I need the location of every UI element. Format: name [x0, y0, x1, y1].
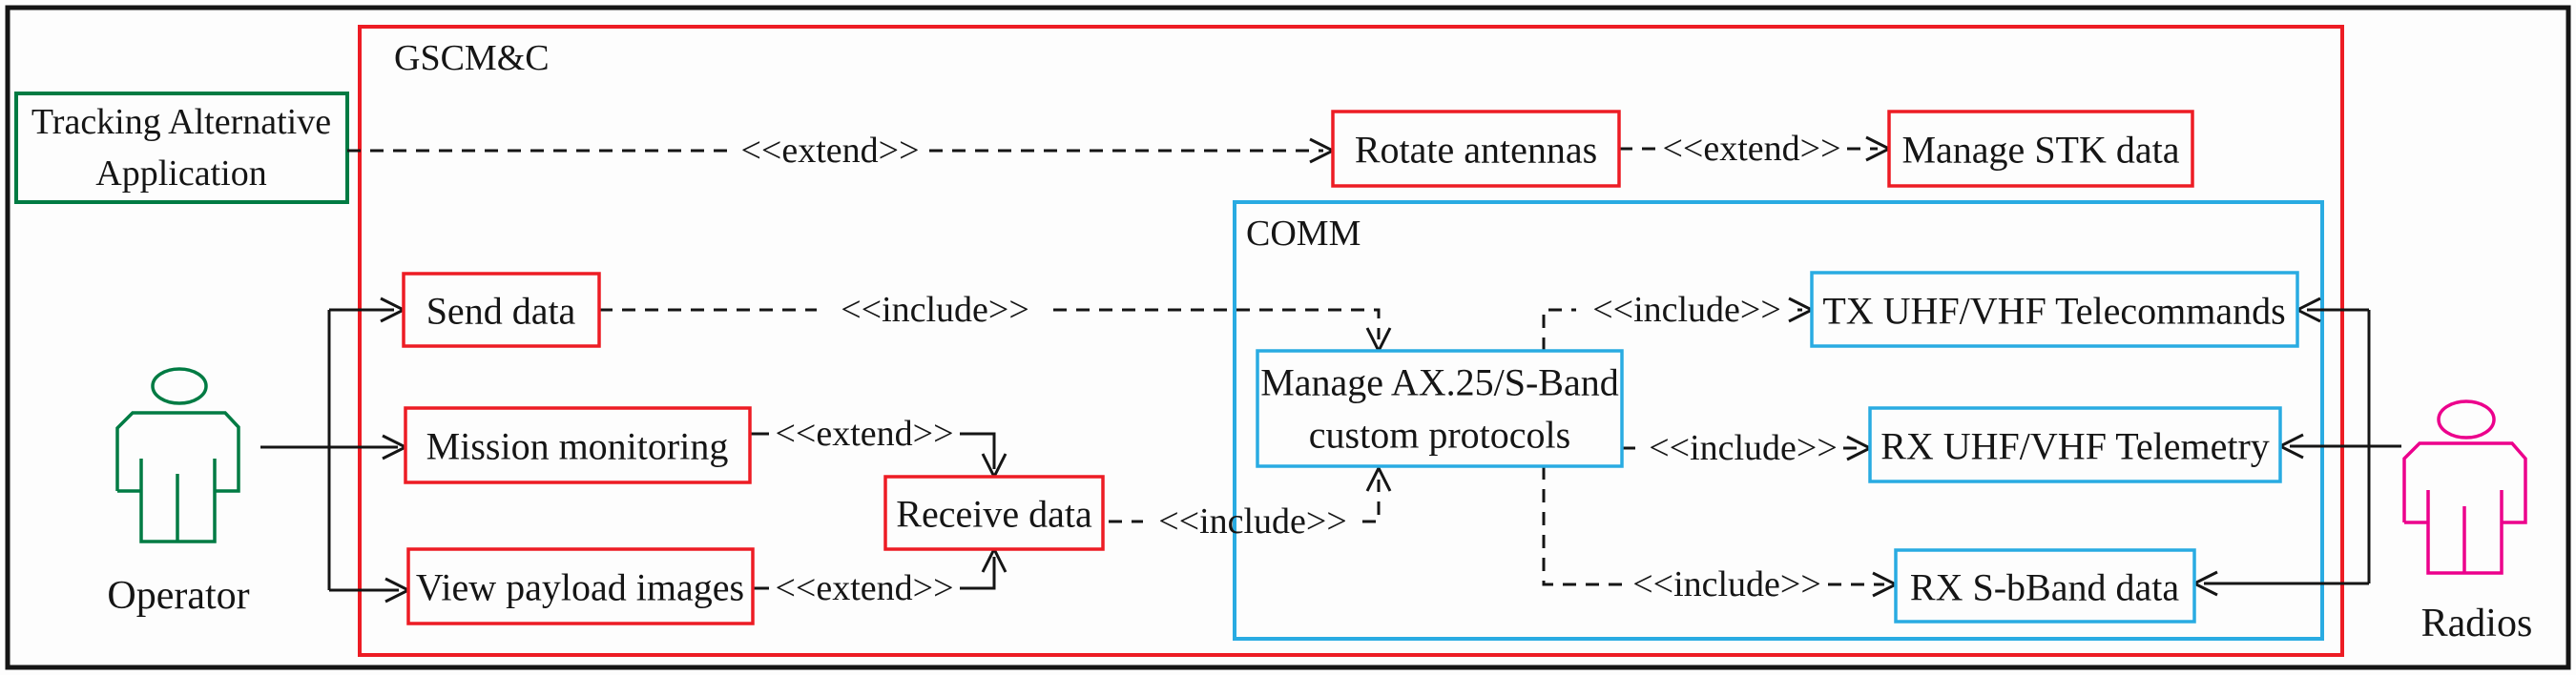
- operator-head-icon: [151, 367, 208, 405]
- usecase-rotate-antennas: Rotate antennas: [1331, 110, 1621, 188]
- comm-boundary: [1233, 200, 2324, 641]
- receivedata-include-connector: [1109, 464, 1392, 523]
- extend-label: <<extend>>: [740, 131, 919, 171]
- include-dashed-elbow: [1542, 466, 1626, 586]
- include-label: <<include>>: [1592, 290, 1781, 330]
- comm-boundary-label: COMM: [1246, 214, 1361, 254]
- usecase-box: [883, 475, 1105, 551]
- usecase-rx-s-bband-data: RX S-bBand data: [1894, 548, 2196, 624]
- usecase-label: Manage STK data: [1901, 129, 2179, 172]
- usecase-box: [406, 547, 755, 625]
- external-system-label-line1: Tracking Alternative: [31, 102, 331, 142]
- gscmc-boundary-label: GSCM&C: [394, 38, 550, 78]
- usecase-label: View payload images: [416, 566, 744, 609]
- usecase-rx-uhf-vhf-telemetry: RX UHF/VHF Telemetry: [1868, 406, 2282, 483]
- operator-shoulders-icon: [115, 411, 240, 493]
- usecase-manage-stk-data: Manage STK data: [1887, 110, 2194, 188]
- usecase-view-payload-images: View payload images: [406, 547, 755, 625]
- usecase-box: [1331, 110, 1621, 188]
- usecase-label: Receive data: [896, 493, 1092, 536]
- usecase-label: TX UHF/VHF Telecommands: [1822, 290, 2285, 333]
- usecase-label: RX UHF/VHF Telemetry: [1880, 425, 2270, 468]
- extend-elbow-line: [960, 432, 996, 469]
- radios-shoulders-icon: [2402, 441, 2527, 524]
- usecase-label-line2: custom protocols: [1309, 414, 1570, 457]
- operator-associations: [260, 297, 412, 603]
- include-label: <<include>>: [1649, 428, 1838, 468]
- usecase-label: Send data: [426, 290, 576, 333]
- arrowhead-icon: [1365, 464, 1392, 492]
- usecase-label: Rotate antennas: [1355, 129, 1597, 172]
- usecase-box: [1810, 271, 2299, 348]
- extend-label: <<extend>>: [775, 414, 953, 454]
- radios-label: Radios: [2421, 602, 2533, 645]
- radios-head-icon: [2437, 399, 2496, 440]
- usecase-send-data: Send data: [402, 272, 601, 348]
- usecase-manage-ax25: Manage AX.25/S-Band custom protocols: [1256, 349, 1624, 468]
- usecase-label: RX S-bBand data: [1910, 566, 2179, 609]
- usecase-label-line1: Manage AX.25/S-Band: [1260, 361, 1619, 404]
- usecase-box: [1256, 349, 1624, 468]
- include-dashed-elbow: [1362, 480, 1381, 523]
- extend-label: <<extend>>: [1662, 129, 1840, 169]
- usecase-receive-data: Receive data: [883, 475, 1105, 551]
- include-label: <<include>>: [1158, 501, 1347, 542]
- extend-label: <<extend>>: [775, 568, 953, 608]
- usecase-box: [404, 406, 752, 484]
- actor-radios: Radios: [2402, 399, 2533, 645]
- usecase-box: [402, 272, 601, 348]
- external-system-box: [14, 92, 349, 204]
- usecase-tx-uhf-vhf-telecommands: TX UHF/VHF Telecommands: [1810, 271, 2299, 348]
- external-system-label-line2: Application: [95, 153, 266, 194]
- include-label: <<include>>: [841, 290, 1029, 330]
- include-dashed-elbow: [1053, 308, 1381, 339]
- usecase-box: [1868, 406, 2282, 483]
- external-system-node: Tracking Alternative Application: [14, 92, 349, 204]
- include-label: <<include>>: [1632, 564, 1821, 604]
- operator-label: Operator: [107, 574, 249, 618]
- usecase-box: [1894, 548, 2196, 624]
- gscmc-boundary: [358, 25, 2344, 657]
- extend-elbow-line: [960, 557, 996, 590]
- actor-operator: Operator: [107, 367, 250, 618]
- usecase-box: [1887, 110, 2194, 188]
- usecase-mission-monitoring: Mission monitoring: [404, 406, 752, 484]
- usecase-label: Mission monitoring: [426, 425, 729, 468]
